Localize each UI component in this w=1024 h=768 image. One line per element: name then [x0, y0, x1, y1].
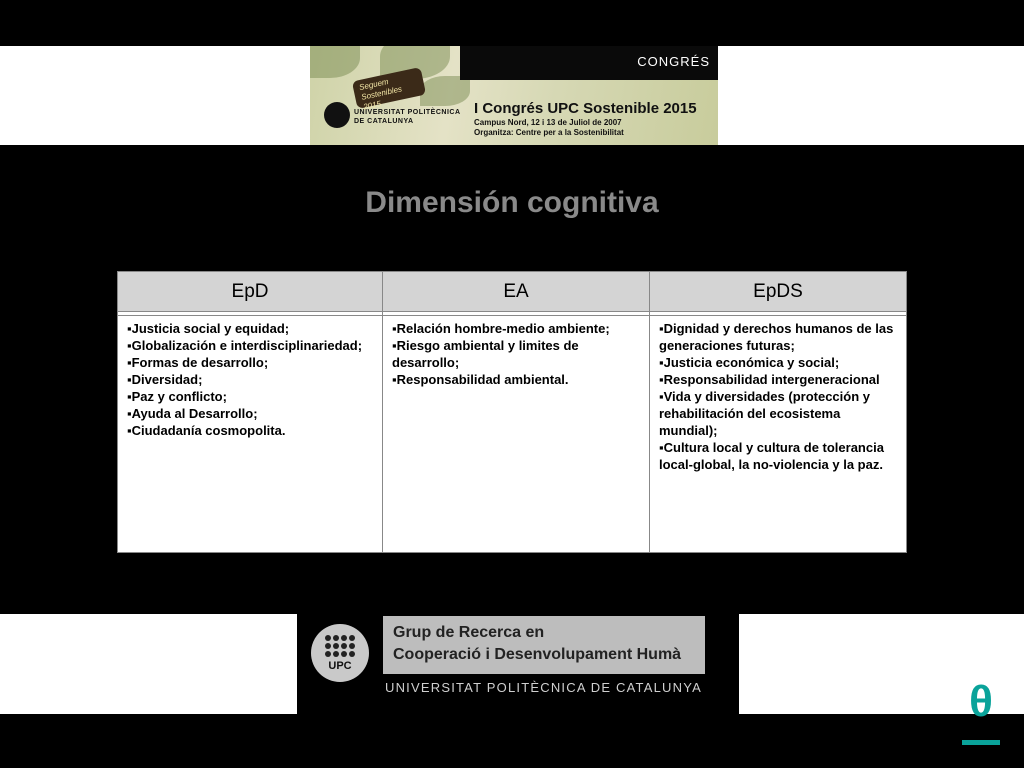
upc-logo-icon	[324, 102, 350, 128]
list-item: ▪Ayuda al Desarrollo;	[127, 406, 258, 421]
list-item: ▪Dignidad y derechos humanos de las gene…	[659, 321, 894, 353]
column-header-epd: EpD	[118, 272, 382, 312]
column-divider	[382, 272, 383, 552]
column-body-ea: ▪Relación hombre-medio ambiente; ▪Riesgo…	[383, 316, 649, 392]
list-item: ▪Paz y conflicto;	[127, 389, 227, 404]
list-item: ▪Relación hombre-medio ambiente;	[392, 321, 610, 336]
list-item: ▪Globalización e interdisciplinariedad;	[127, 338, 363, 353]
list-item: ▪Riesgo ambiental y limites de desarroll…	[392, 338, 579, 370]
column-body-epds: ▪Dignidad y derechos humanos de las gene…	[650, 316, 906, 477]
list-item: ▪Diversidad;	[127, 372, 203, 387]
list-item: ▪Responsabilidad ambiental.	[392, 372, 569, 387]
comparison-table: EpD EA EpDS ▪Justicia social y equidad; …	[117, 271, 907, 553]
footer-logo-block: UPC Grup de Recerca en Cooperació i Dese…	[297, 614, 739, 714]
column-header-ea: EA	[383, 272, 649, 312]
list-item: ▪Ciudadanía cosmopolita.	[127, 423, 286, 438]
page-title: Dimensión cognitiva	[365, 186, 659, 219]
seguem-sostenibles-badge: Seguem Sostenibles 2015	[351, 67, 427, 112]
theta-icon: θ	[969, 677, 993, 726]
banner-university-name: UNIVERSITAT POLITÈCNICA DE CATALUNYA	[354, 108, 461, 126]
research-group-box: Grup de Recerca en Cooperació i Desenvol…	[383, 616, 705, 674]
list-item: ▪Formas de desarrollo;	[127, 355, 269, 370]
research-group-line2: Cooperació i Desenvolupament Humà	[393, 646, 682, 663]
list-item: ▪Responsabilidad intergeneracional	[659, 372, 880, 387]
banner-university-line2: DE CATALUNYA	[354, 118, 414, 125]
banner-title-strip: CONGRÉS	[460, 46, 718, 80]
list-item: ▪Justicia social y equidad;	[127, 321, 290, 336]
congress-banner: CONGRÉS Seguem Sostenibles 2015 UNIVERSI…	[310, 46, 718, 145]
upc-dots-icon	[325, 634, 355, 657]
leaf-decoration	[310, 46, 360, 78]
list-item: ▪Justicia económica y social;	[659, 355, 840, 370]
congress-title: I Congrés UPC Sostenible 2015	[474, 100, 697, 117]
banner-university-line1: UNIVERSITAT POLITÈCNICA	[354, 109, 461, 116]
congress-organizer: Organitza: Centre per a la Sostenibilita…	[474, 128, 624, 137]
column-header-epds: EpDS	[650, 272, 906, 312]
column-body-epd: ▪Justicia social y equidad; ▪Globalizaci…	[118, 316, 382, 443]
leaf-decoration	[420, 76, 470, 106]
upc-logo-icon: UPC	[311, 624, 369, 682]
congress-campus: Campus Nord, 12 i 13 de Juliol de 2007	[474, 118, 622, 127]
header-divider	[118, 315, 906, 316]
column-divider	[649, 272, 650, 552]
research-group-line1: Grup de Recerca en	[393, 624, 545, 641]
theta-underline	[962, 740, 1000, 745]
upc-label: UPC	[328, 659, 352, 672]
congres-label: CONGRÉS	[637, 54, 710, 69]
list-item: ▪Vida y diversidades (protección y rehab…	[659, 389, 871, 438]
footer-university-name: UNIVERSITAT POLITÈCNICA DE CATALUNYA	[385, 680, 702, 695]
list-item: ▪Cultura local y cultura de tolerancia l…	[659, 440, 884, 472]
